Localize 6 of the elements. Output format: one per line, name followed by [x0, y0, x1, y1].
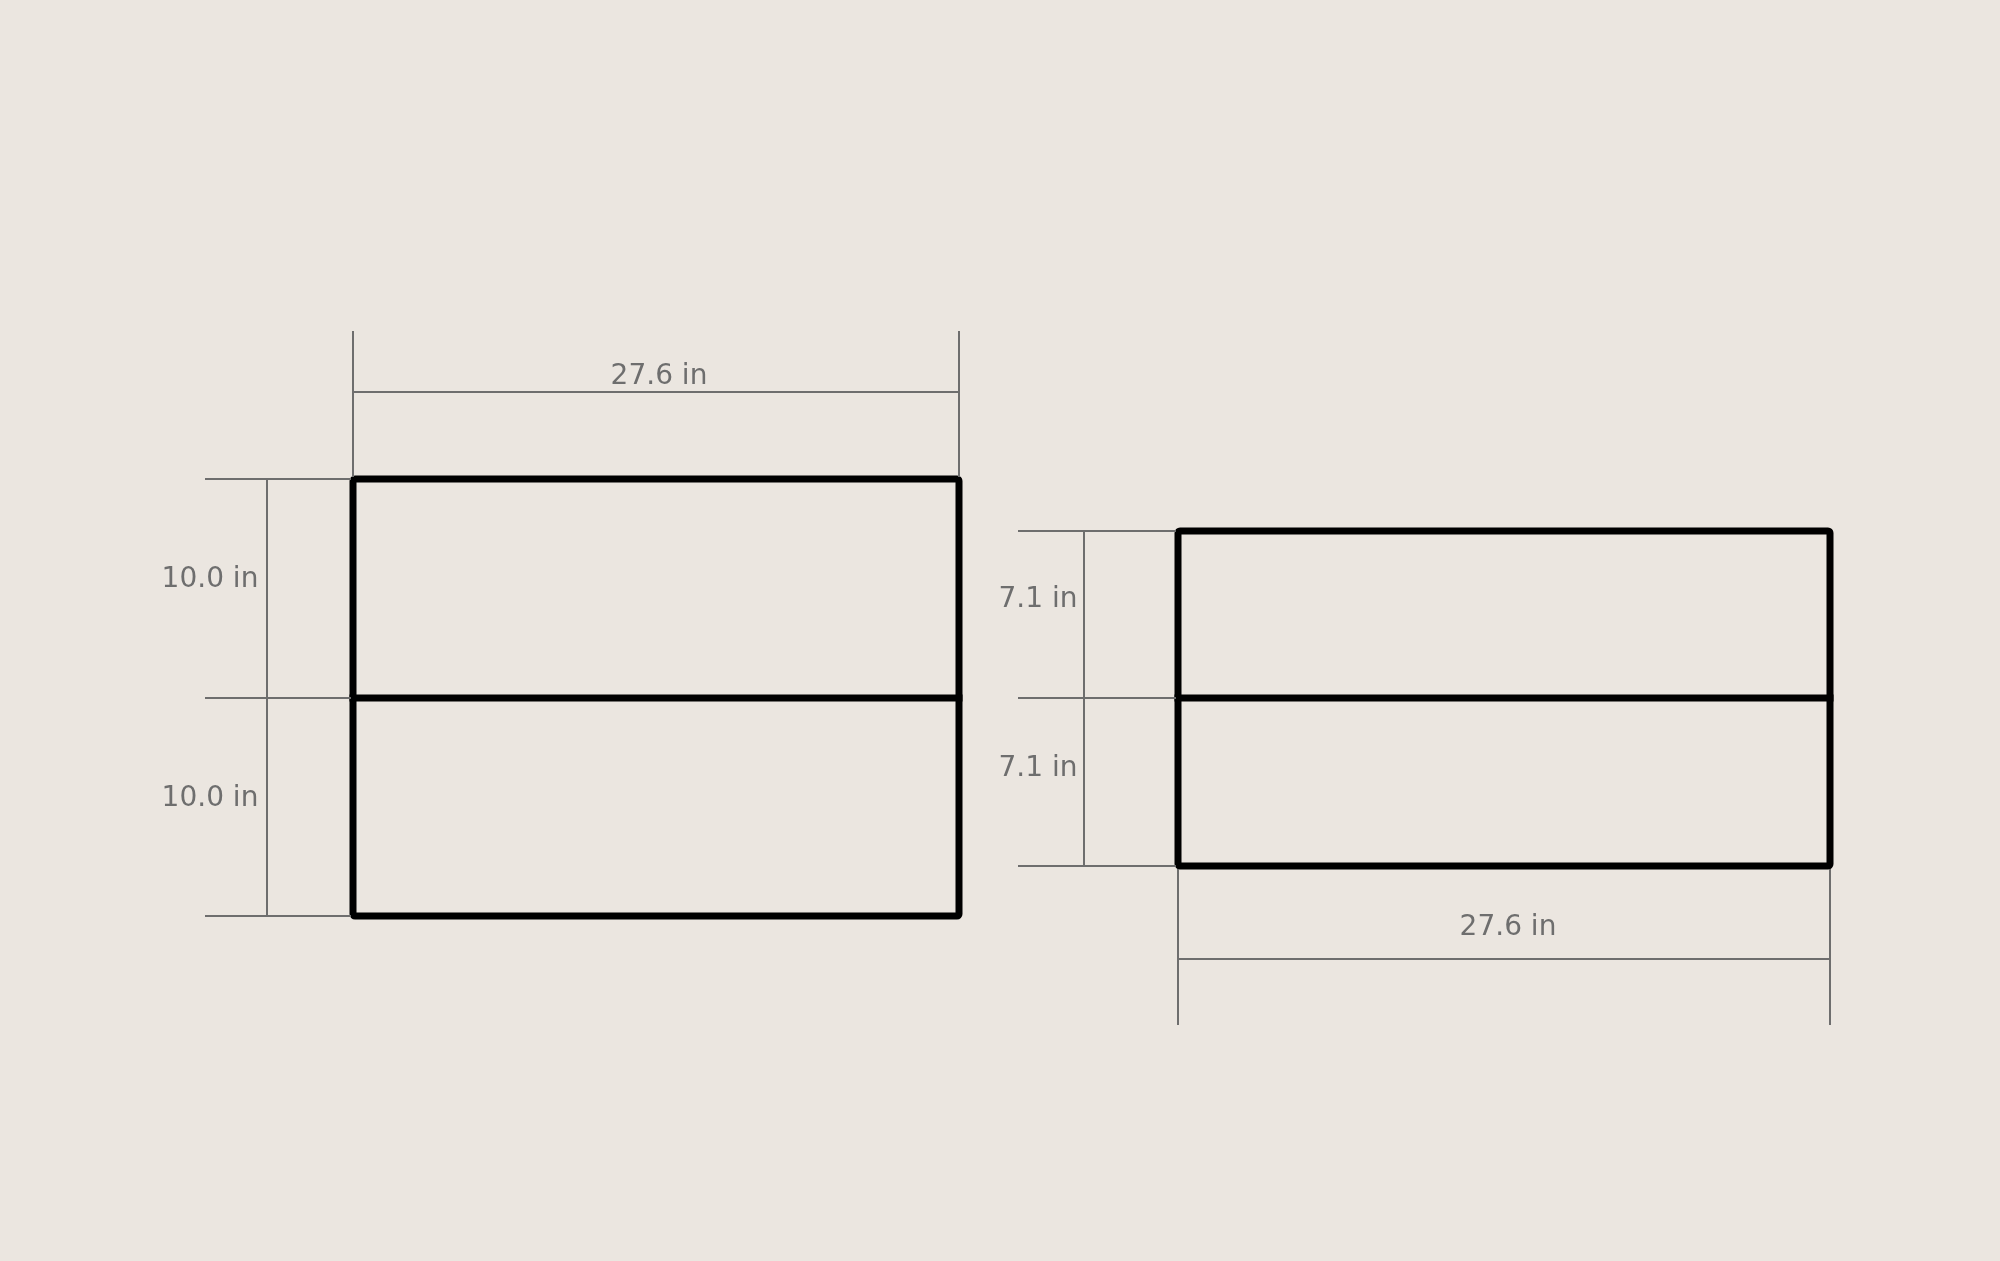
dimension-label: 7.1 in	[998, 753, 1078, 781]
dimension-label: 7.1 in	[998, 584, 1078, 612]
dimension-label: 10.0 in	[161, 564, 259, 592]
dimension-label: 27.6 in	[1459, 912, 1557, 940]
dimension-label: 27.6 in	[610, 361, 708, 389]
dimension-label: 10.0 in	[161, 783, 259, 811]
